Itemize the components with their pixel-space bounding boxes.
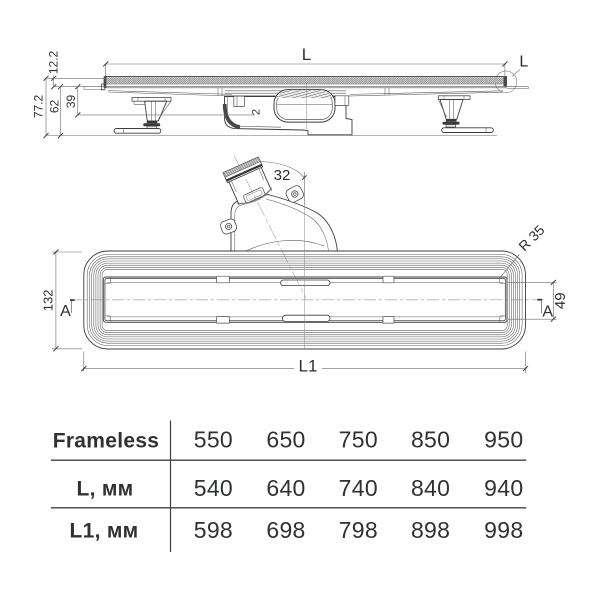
- svg-text:840: 840: [411, 475, 450, 501]
- svg-text:998: 998: [484, 517, 523, 543]
- svg-text:2: 2: [251, 109, 263, 115]
- svg-text:750: 750: [339, 427, 378, 453]
- svg-text:850: 850: [411, 427, 450, 453]
- svg-text:L, мм: L, мм: [76, 478, 133, 501]
- svg-text:698: 698: [266, 517, 305, 543]
- svg-text:L: L: [519, 54, 528, 71]
- svg-text:49: 49: [552, 292, 569, 309]
- svg-text:540: 540: [194, 475, 233, 501]
- svg-text:132: 132: [40, 290, 55, 312]
- svg-text:L1, мм: L1, мм: [69, 520, 138, 543]
- svg-text:740: 740: [339, 475, 378, 501]
- svg-text:L1: L1: [299, 357, 318, 376]
- svg-text:898: 898: [411, 517, 450, 543]
- svg-text:62: 62: [47, 100, 61, 114]
- svg-text:940: 940: [484, 475, 523, 501]
- svg-text:640: 640: [266, 475, 305, 501]
- svg-text:77.2: 77.2: [32, 94, 46, 118]
- svg-text:A: A: [60, 303, 71, 320]
- svg-text:950: 950: [484, 427, 523, 453]
- svg-text:39: 39: [64, 95, 78, 109]
- svg-text:Frameless: Frameless: [53, 429, 160, 452]
- svg-text:650: 650: [266, 427, 305, 453]
- svg-text:A: A: [542, 304, 553, 321]
- svg-text:550: 550: [194, 427, 233, 453]
- svg-text:L: L: [302, 45, 311, 64]
- svg-text:12.2: 12.2: [47, 50, 61, 74]
- svg-text:32: 32: [274, 167, 291, 184]
- svg-text:798: 798: [339, 517, 378, 543]
- svg-text:598: 598: [194, 517, 233, 543]
